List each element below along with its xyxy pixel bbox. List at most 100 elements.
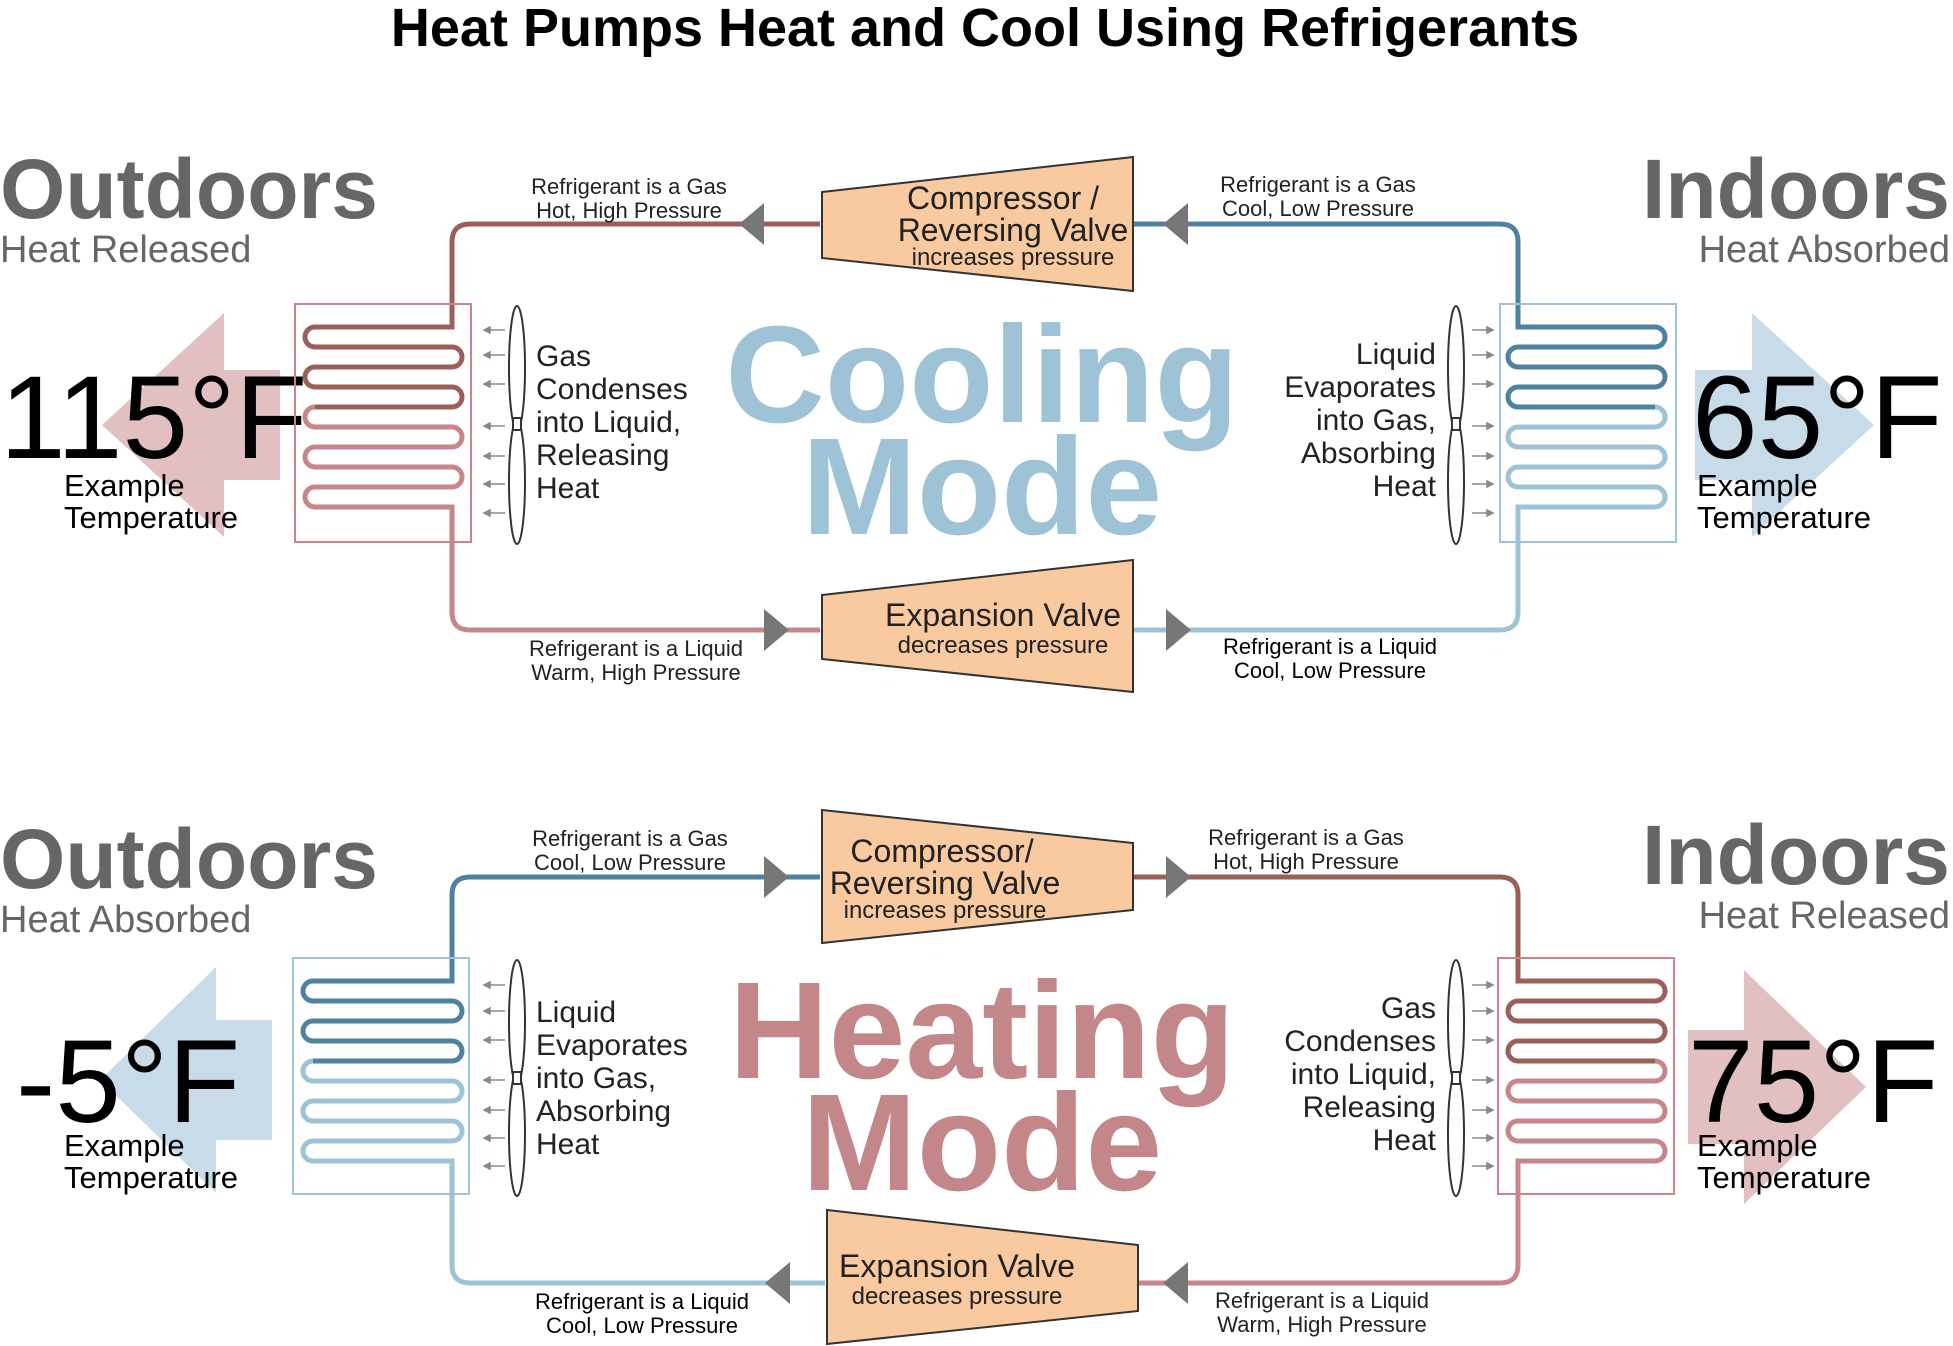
outdoor-heat-absorb-arrow bbox=[100, 967, 272, 1193]
pipe-label-top-right-1: Refrigerant is a Gas bbox=[1208, 825, 1404, 850]
outdoors-subheading: Heat Released bbox=[0, 229, 251, 271]
outdoor-process-3: into Gas, bbox=[536, 1062, 656, 1095]
outdoor-airflow-arrows-icon bbox=[482, 325, 505, 518]
flow-arrowhead bbox=[1166, 609, 1191, 651]
outdoor-temperature: -5°F bbox=[16, 1016, 240, 1148]
flow-arrowhead bbox=[1166, 856, 1191, 898]
compressor-label-2: Reversing Valve bbox=[898, 212, 1129, 248]
mode-title-cooling-2: Mode bbox=[802, 410, 1162, 564]
outdoor-process-5: Heat bbox=[536, 472, 600, 505]
indoor-process-3: into Liquid, bbox=[1291, 1058, 1436, 1091]
indoor-process-2: Condenses bbox=[1284, 1025, 1436, 1058]
indoor-temp-label-1: Example bbox=[1697, 468, 1818, 503]
compressor-sublabel: increases pressure bbox=[844, 897, 1047, 924]
pipe-label-bottom-left-1: Refrigerant is a Liquid bbox=[535, 1289, 749, 1314]
pipe-label-bottom-right-1: Refrigerant is a Liquid bbox=[1223, 634, 1437, 659]
indoor-temp-label-2: Temperature bbox=[1697, 1160, 1871, 1195]
pipe-label-top-right-1: Refrigerant is a Gas bbox=[1220, 172, 1416, 197]
outdoor-coil-cool bbox=[300, 1058, 465, 1186]
indoor-temperature: 65°F bbox=[1692, 352, 1943, 484]
flow-arrowhead bbox=[764, 856, 789, 898]
outdoor-temp-label-2: Temperature bbox=[64, 1160, 238, 1195]
pipe-top-right bbox=[1133, 874, 1521, 973]
indoor-coil-warm bbox=[1505, 1058, 1668, 1186]
outdoor-heat-release-arrow bbox=[102, 313, 280, 537]
indoor-fan-icon bbox=[1447, 959, 1465, 1197]
outdoors-subheading: Heat Absorbed bbox=[0, 899, 251, 941]
flow-arrowhead bbox=[739, 203, 764, 245]
indoor-coil-cold bbox=[1505, 316, 1668, 410]
pipe-bottom-right bbox=[1133, 533, 1521, 633]
pipe-label-bottom-right-1: Refrigerant is a Liquid bbox=[1215, 1288, 1429, 1313]
compressor-sublabel: increases pressure bbox=[912, 244, 1115, 271]
mode-title-cooling: Cooling bbox=[725, 298, 1239, 452]
indoor-temperature: 75°F bbox=[1688, 1016, 1939, 1148]
expansion-valve-sublabel: decreases pressure bbox=[852, 1283, 1063, 1310]
pipe-top-right bbox=[1133, 221, 1521, 316]
indoor-process-4: Releasing bbox=[1303, 1091, 1436, 1124]
indoor-airflow-arrows-icon bbox=[1472, 980, 1495, 1171]
outdoor-process-4: Releasing bbox=[536, 439, 669, 472]
pipe-label-bottom-left-2: Cool, Low Pressure bbox=[546, 1313, 738, 1338]
expansion-valve bbox=[826, 1208, 1139, 1346]
indoor-fan-icon bbox=[1447, 305, 1465, 545]
outdoor-process-3: into Liquid, bbox=[536, 406, 681, 439]
pipe-label-top-left-1: Refrigerant is a Gas bbox=[531, 174, 727, 199]
indoor-temp-label-2: Temperature bbox=[1697, 500, 1871, 535]
pipe-bottom-right bbox=[1138, 1186, 1521, 1286]
outdoor-temp-label-1: Example bbox=[64, 1128, 185, 1163]
indoor-process-5: Heat bbox=[1373, 470, 1437, 503]
pipe-label-bottom-left-1: Refrigerant is a Liquid bbox=[529, 636, 743, 661]
pipe-label-bottom-right-2: Cool, Low Pressure bbox=[1234, 658, 1426, 683]
pipe-bottom-left bbox=[449, 533, 820, 633]
heating-section: Outdoors Heat Absorbed Indoors Heat Rele… bbox=[0, 808, 1950, 1346]
indoor-coil-frame bbox=[1499, 303, 1677, 543]
outdoors-heading: Outdoors bbox=[0, 142, 378, 236]
indoors-heading: Indoors bbox=[1642, 808, 1950, 902]
indoor-coil-cool bbox=[1505, 404, 1668, 533]
outdoor-fan-icon bbox=[508, 305, 526, 545]
indoors-subheading: Heat Absorbed bbox=[1699, 229, 1950, 271]
outdoor-process-5: Heat bbox=[536, 1128, 600, 1161]
mode-title-heating: Heating bbox=[729, 954, 1235, 1108]
outdoor-coil-frame bbox=[294, 303, 472, 543]
compressor-label-1: Compressor / bbox=[907, 180, 1099, 216]
outdoor-temp-label-2: Temperature bbox=[64, 500, 238, 535]
pipe-label-bottom-left-2: Warm, High Pressure bbox=[531, 660, 740, 685]
indoor-airflow-arrows-icon bbox=[1472, 325, 1495, 518]
flow-arrowhead bbox=[765, 1262, 790, 1304]
indoor-heat-release-arrow bbox=[1688, 970, 1866, 1204]
flow-arrowhead bbox=[764, 609, 789, 651]
outdoor-process-1: Gas bbox=[536, 340, 591, 373]
indoor-process-2: Evaporates bbox=[1284, 371, 1436, 404]
compressor-reversing-valve bbox=[821, 155, 1134, 293]
pipe-label-top-left-1: Refrigerant is a Gas bbox=[532, 826, 728, 851]
flow-arrowhead bbox=[1163, 203, 1188, 245]
pipe-label-top-left-2: Cool, Low Pressure bbox=[534, 850, 726, 875]
outdoor-process-4: Absorbing bbox=[536, 1095, 671, 1128]
compressor-label-2: Reversing Valve bbox=[830, 865, 1061, 901]
outdoor-airflow-arrows-icon bbox=[482, 980, 505, 1171]
outdoor-coil-cold bbox=[300, 973, 465, 1064]
pipe-top-left bbox=[449, 874, 820, 973]
compressor-reversing-valve bbox=[821, 808, 1134, 945]
cooling-section: Outdoors Heat Released Indoors Heat Abso… bbox=[0, 142, 1950, 694]
indoor-coil-hot bbox=[1505, 973, 1668, 1064]
pipe-label-top-right-2: Hot, High Pressure bbox=[1213, 849, 1399, 874]
outdoor-temperature: 115°F bbox=[0, 352, 307, 484]
expansion-valve-sublabel: decreases pressure bbox=[898, 632, 1109, 659]
outdoor-coil-hot bbox=[302, 316, 465, 410]
outdoor-coil-warm bbox=[302, 404, 465, 533]
pipe-label-top-right-2: Cool, Low Pressure bbox=[1222, 196, 1414, 221]
diagram-title: Heat Pumps Heat and Cool Using Refrigera… bbox=[391, 0, 1579, 58]
outdoor-temp-label-1: Example bbox=[64, 468, 185, 503]
indoor-process-1: Liquid bbox=[1356, 338, 1436, 371]
expansion-valve bbox=[821, 558, 1134, 694]
pipe-label-top-left-2: Hot, High Pressure bbox=[536, 198, 722, 223]
indoor-process-3: into Gas, bbox=[1316, 404, 1436, 437]
expansion-valve-label: Expansion Valve bbox=[885, 597, 1121, 633]
expansion-valve-label: Expansion Valve bbox=[839, 1248, 1075, 1284]
outdoor-process-2: Condenses bbox=[536, 373, 688, 406]
outdoor-process-1: Liquid bbox=[536, 996, 616, 1029]
indoor-temp-label-1: Example bbox=[1697, 1128, 1818, 1163]
